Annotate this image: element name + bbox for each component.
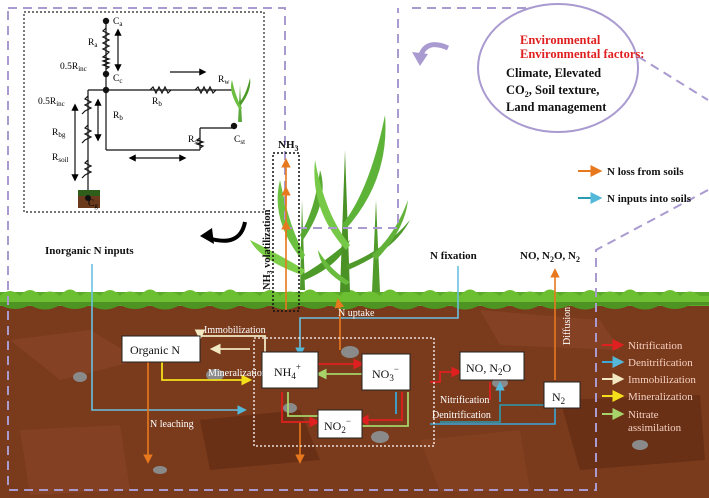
label-cc: Cc <box>113 74 122 85</box>
env-title-line1: Environmental <box>520 33 601 47</box>
label-rsoil: Rsoil <box>52 153 69 164</box>
no-n2o-label: NO, N2O <box>466 361 512 377</box>
purple-curl-arrowhead <box>412 52 428 66</box>
top-legend: N loss from soils N inputs into soils <box>578 165 692 205</box>
label-rbg: Rbg <box>52 128 66 139</box>
label-ca: Ca <box>113 17 123 28</box>
label-cg: Cg <box>88 199 98 210</box>
legend-assimilation: assimilation <box>628 422 682 434</box>
label-0-5rinc-top: 0.5Rinc <box>60 62 87 73</box>
bottom-legend: Nitrification Denitrification Immobiliza… <box>602 339 696 434</box>
legend-denitrification: Denitrification <box>628 357 693 369</box>
legend-nitrate: Nitrate <box>628 409 659 421</box>
label-denitrification: Denitrification <box>432 410 491 421</box>
label-rb-top: Rb <box>152 97 162 108</box>
node-no3: NO3− <box>361 353 411 391</box>
mineralization-arrow <box>161 362 253 386</box>
node-no2: NO2− <box>317 409 363 439</box>
nh4-label: NH4+ <box>274 362 301 381</box>
label-rb-inner: Rb <box>113 111 123 122</box>
label-n-uptake: N uptake <box>338 308 375 319</box>
legend-nitrification: Nitrification <box>628 340 683 352</box>
env-item-land: Land management <box>506 100 607 114</box>
env-title: Environmental factors: <box>520 47 644 61</box>
resistance-labels: Ca Ra 0.5Rinc Cc Rw Rb 0.5Rinc Rb Rbg Rs… <box>38 17 245 210</box>
label-n-fixation: N fixation <box>430 250 477 262</box>
legend-loss-label: N loss from soils <box>607 166 684 178</box>
node-n2: N2 <box>543 381 581 409</box>
label-0-5rinc-left: 0.5Rinc <box>38 97 65 108</box>
legend-input-label: N inputs into soils <box>607 193 692 205</box>
label-nitrification: Nitrification <box>440 395 489 406</box>
no2-label: NO2− <box>324 416 351 435</box>
label-diffusion: Diffusion <box>562 307 573 345</box>
curved-arrow-head <box>200 228 214 244</box>
curved-arrow-icon <box>207 221 247 243</box>
env-item-co2: CO2, Soil texture, <box>506 83 599 99</box>
corn-plants <box>250 115 410 292</box>
grass-strip <box>0 289 709 310</box>
resistance-model-box <box>23 11 265 213</box>
loss-arrows <box>143 268 560 464</box>
label-rst: Rst <box>188 135 199 146</box>
central-dotted-box <box>253 337 435 447</box>
label-ra: Ra <box>88 38 98 49</box>
label-gases-top: NO, N2O, N2 <box>520 250 580 264</box>
env-item-climate: Climate, Elevated <box>506 66 601 80</box>
input-arrows <box>91 264 556 425</box>
no3-label: NO3− <box>372 364 399 383</box>
node-nh4: NH4+ <box>261 351 319 389</box>
label-rw: Rw <box>218 75 230 86</box>
nh3-volatilization: NH3 NH3 volatilization <box>262 139 300 312</box>
legend-mineralization: Mineralization <box>628 391 693 403</box>
organic-n-label: Organic N <box>130 343 180 357</box>
label-nh3-top: NH3 <box>278 139 299 153</box>
label-volatilization: NH3 volatilization <box>262 209 274 290</box>
label-inorganic-inputs: Inorganic N inputs <box>45 245 134 257</box>
label-immobilization: Immobilization <box>204 325 266 336</box>
legend-immobilization: Immobilization <box>628 374 696 386</box>
soil-layer <box>0 298 709 498</box>
n2-label: N2 <box>552 390 565 406</box>
label-cst: Cst <box>234 135 245 146</box>
node-no-n2o: NO, N2O <box>459 351 525 381</box>
environmental-factors-callout: Environmental Environmental factors: Cli… <box>477 3 644 133</box>
label-mineralization: Mineralization <box>208 368 267 379</box>
label-n-leaching: N leaching <box>150 419 194 430</box>
node-organic-n: Organic N <box>121 335 201 363</box>
